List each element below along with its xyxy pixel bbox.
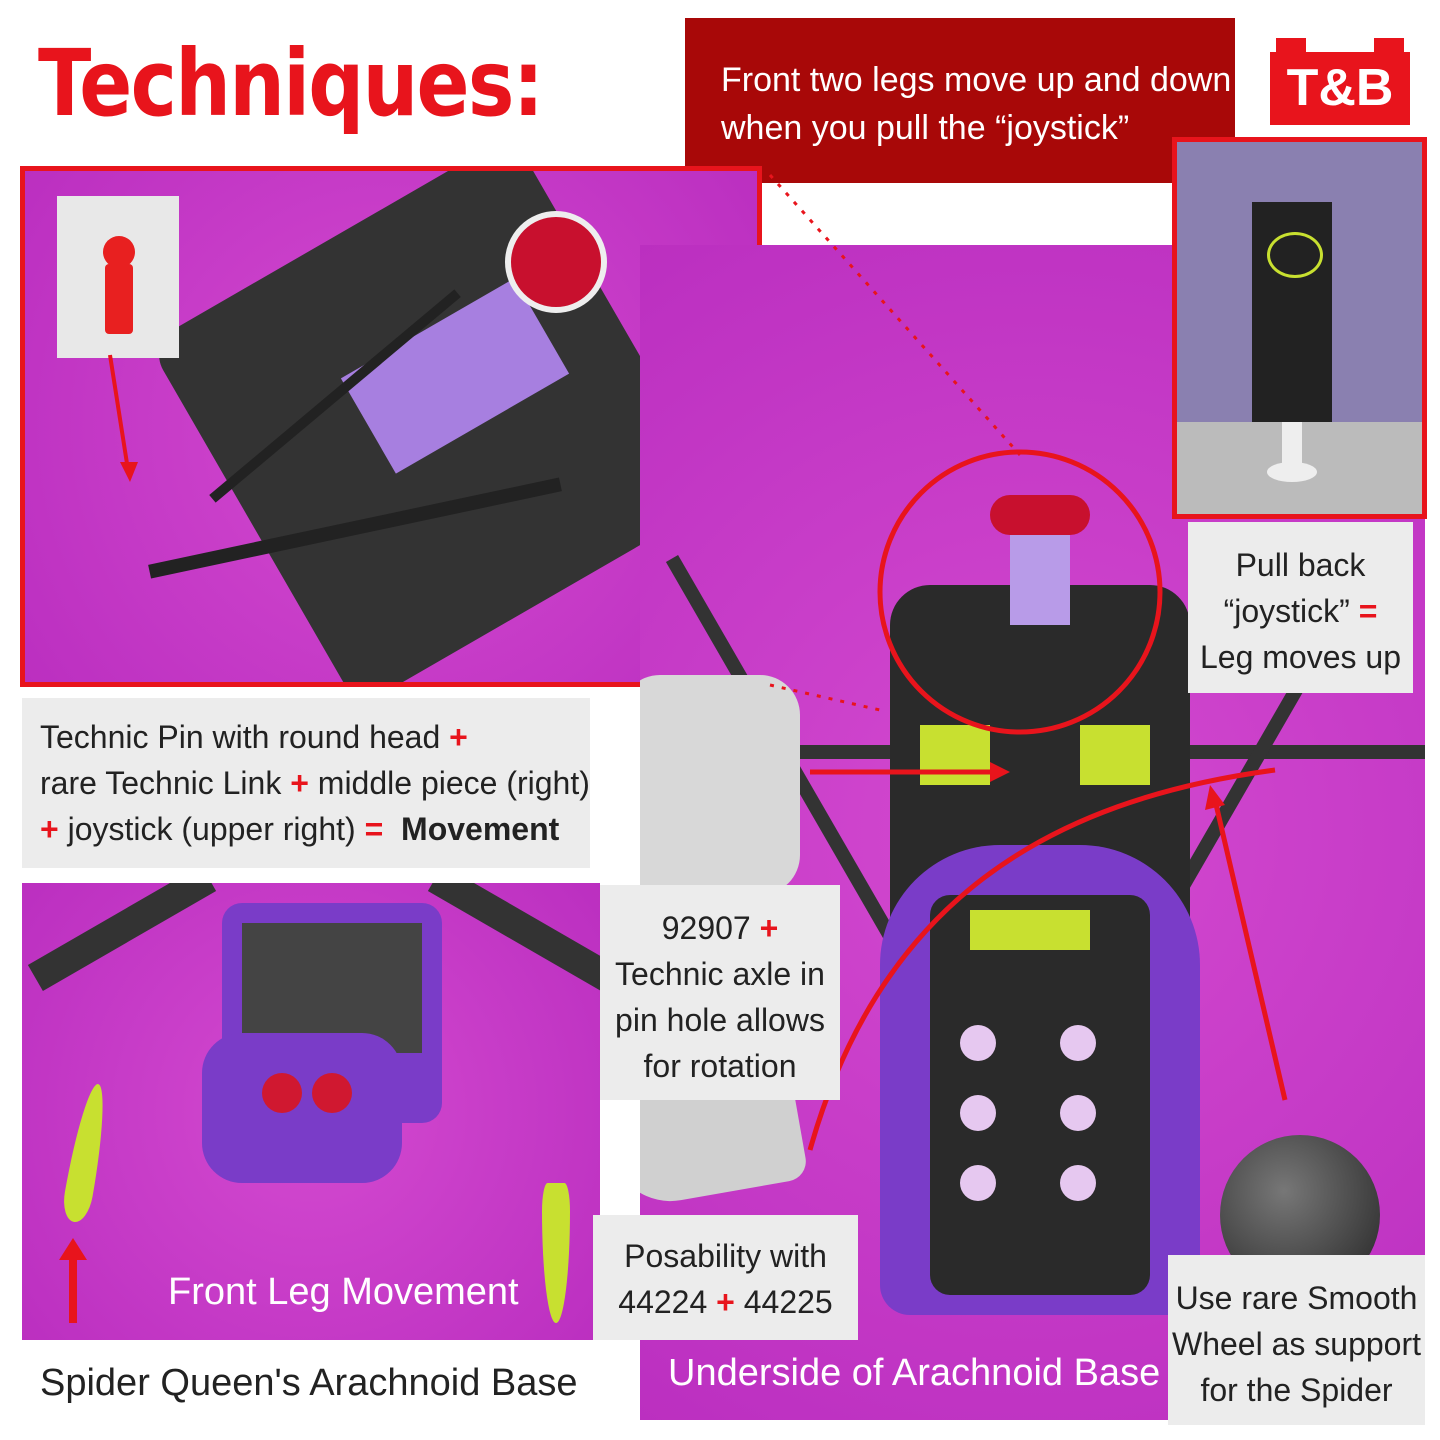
arrow-wheel (1212, 799, 1288, 1101)
top-note-box: Front two legs move up and down when you… (685, 18, 1235, 183)
label-line: for rotation (643, 1048, 797, 1084)
arrow-posability (807, 767, 1276, 1151)
closeup-photo (20, 166, 762, 687)
smooth-wheel-label: Use rare Smooth Wheel as support for the… (1168, 1255, 1425, 1425)
label-line: “joystick” (1223, 593, 1350, 629)
front-leg-photo: Front Leg Movement (22, 883, 600, 1340)
plus-sign: + (716, 1284, 735, 1320)
technic-pin-inset (57, 196, 179, 358)
front-leg-caption: Front Leg Movement (168, 1271, 519, 1313)
up-arrow-icon (69, 1253, 77, 1323)
movement-emphasis: Movement (401, 811, 560, 847)
equals-sign: = (364, 811, 384, 847)
logo-text: T&B (1286, 59, 1394, 117)
part-number: 44225 (743, 1284, 833, 1320)
joystick-label: Pull back “joystick” = Leg moves up (1188, 522, 1413, 693)
label-line: joystick (upper right) (67, 811, 356, 847)
plus-sign: + (40, 811, 59, 847)
label-line: Technic axle in (615, 956, 825, 992)
joystick-photo (1172, 137, 1427, 519)
arrow-pin (108, 354, 130, 471)
dotted-leader (768, 174, 1022, 456)
page-title: Techniques: (38, 30, 544, 137)
part-92907-image (640, 675, 800, 895)
part-number: 92907 (661, 910, 751, 946)
label-line: pin hole allows (615, 1002, 825, 1038)
head-highlight-circle (877, 449, 1163, 735)
label-line: Posability with (624, 1238, 827, 1274)
top-note-line: when you pull the “joystick” (721, 109, 1130, 147)
label-line: Wheel as support (1171, 1326, 1421, 1362)
label-line: rare Technic Link (40, 765, 282, 801)
label-line: Technic Pin with round head (40, 719, 441, 755)
part-92907-label: 92907 + Technic axle in pin hole allows … (600, 885, 840, 1100)
label-line: for the Spider (1200, 1372, 1393, 1408)
technic-pin-label: Technic Pin with round head + rare Techn… (22, 698, 590, 868)
part-number: 44224 (618, 1284, 708, 1320)
plus-sign: + (290, 765, 309, 801)
label-line: Use rare Smooth (1175, 1280, 1418, 1316)
equals-sign: = (1358, 593, 1378, 629)
top-note-line: Front two legs move up and down (721, 61, 1232, 99)
plus-sign: + (449, 719, 468, 755)
set-name-caption: Spider Queen's Arachnoid Base (40, 1362, 578, 1404)
label-line: middle piece (right) (317, 765, 590, 801)
dotted-leader (769, 683, 881, 712)
underside-caption: Underside of Arachnoid Base (668, 1352, 1161, 1394)
plus-sign: + (759, 910, 779, 946)
label-line: Leg moves up (1199, 639, 1401, 675)
tb-logo: T&B (1270, 38, 1410, 125)
label-line: Pull back (1235, 547, 1366, 583)
posability-label: Posability with 44224 + 44225 (593, 1215, 858, 1340)
